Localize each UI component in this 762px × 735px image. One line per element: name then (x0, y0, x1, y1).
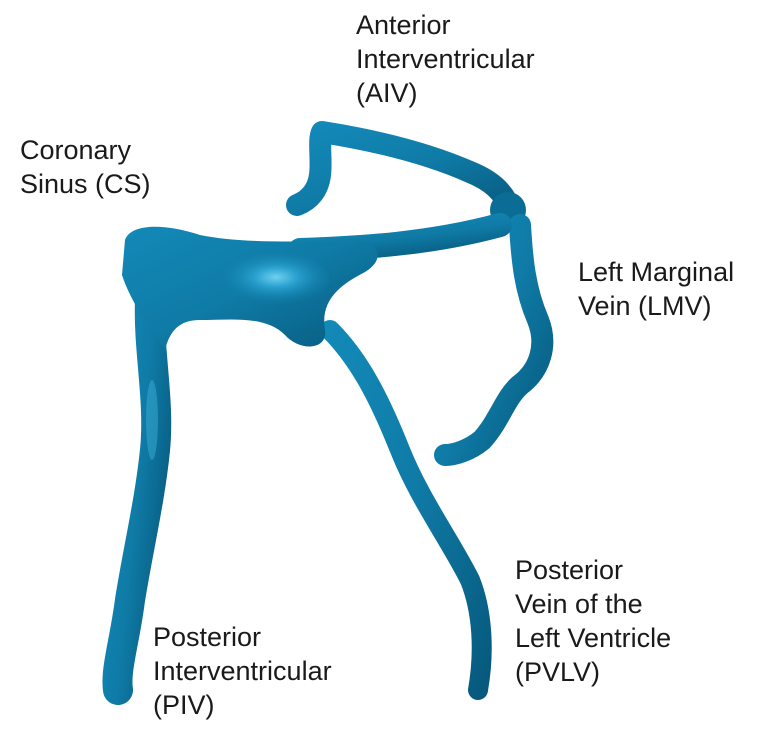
lmv-label: Left Marginal Vein (LMV) (578, 255, 734, 323)
piv-label-line-2: Interventricular (153, 654, 332, 688)
pvlv-label-line-4: (PVLV) (515, 655, 671, 689)
pvlv-label-line-2: Vein of the (515, 587, 671, 621)
cs-label: Coronary Sinus (CS) (20, 133, 151, 201)
piv-label-line-1: Posterior (153, 620, 332, 654)
aiv-label-line-1: Anterior (356, 8, 535, 42)
piv-label-line-3: (PIV) (153, 688, 332, 722)
lmv-label-line-1: Left Marginal (578, 255, 734, 289)
lmv-label-line-2: Vein (LMV) (578, 289, 734, 323)
piv-highlight (146, 380, 158, 460)
aiv-vessel (297, 132, 510, 210)
pvlv-label-line-1: Posterior (515, 553, 671, 587)
piv-label: Posterior Interventricular (PIV) (153, 620, 332, 722)
piv-vessel (117, 300, 156, 690)
lmv-vessel (445, 225, 542, 455)
aiv-label-line-3: (AIV) (356, 76, 535, 110)
sinus-highlight (210, 252, 330, 308)
cs-label-line-1: Coronary (20, 133, 151, 167)
pvlv-label: Posterior Vein of the Left Ventricle (PV… (515, 553, 671, 689)
aiv-label-line-2: Interventricular (356, 42, 535, 76)
cs-label-line-2: Sinus (CS) (20, 167, 151, 201)
pvlv-vessel (330, 330, 482, 690)
pvlv-label-line-3: Left Ventricle (515, 621, 671, 655)
aiv-label: Anterior Interventricular (AIV) (356, 8, 535, 110)
